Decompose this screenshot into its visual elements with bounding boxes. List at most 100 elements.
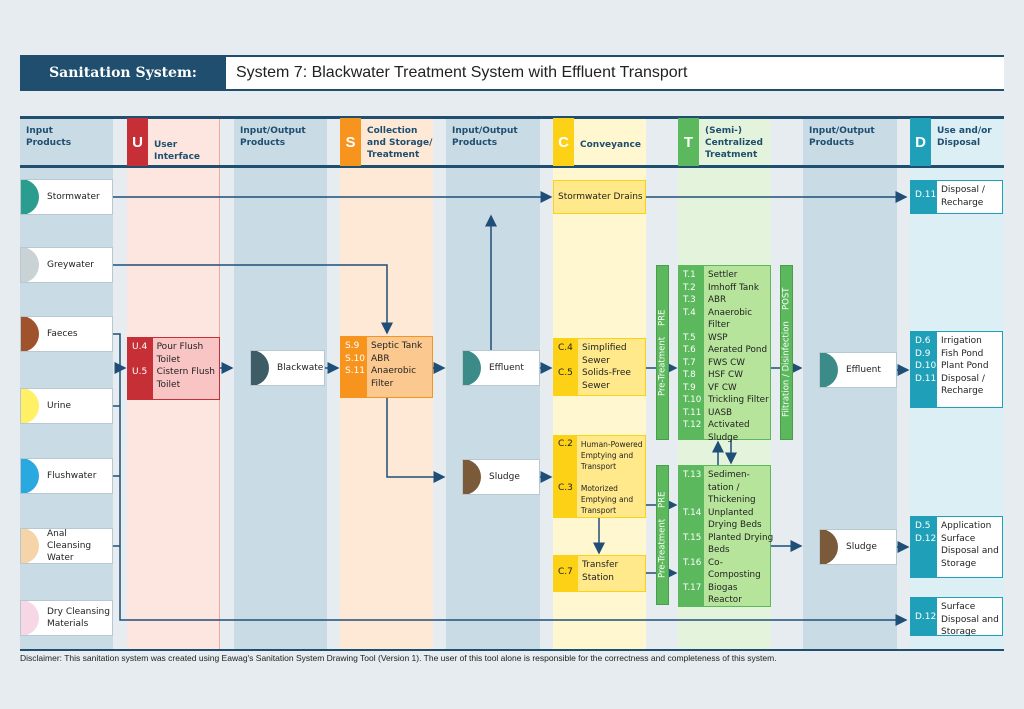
header-collection-storage: Collection and Storage/ Treatment	[367, 126, 433, 160]
product-label: Sludge	[846, 542, 877, 552]
input-label: Dry Cleansing Materials	[47, 607, 110, 629]
tech-codes: S.9 S.10 S.11	[341, 337, 367, 397]
flushwater-icon	[21, 459, 39, 493]
disclaimer: Disclaimer: This sanitation system was c…	[20, 653, 777, 663]
tech-names: Stormwater Drains	[558, 191, 643, 202]
tech-names: Septic Tank ABR Anaerobic Filter	[371, 341, 423, 389]
tech-names: Surface Disposal and Storage	[941, 602, 999, 637]
input-label: Greywater	[47, 260, 94, 270]
product-label: Effluent	[489, 363, 524, 373]
letter-u: U	[127, 118, 148, 166]
tech-codes: D.12	[911, 598, 937, 635]
input-label: Urine	[47, 401, 72, 411]
input-stormwater: Stormwater	[20, 179, 113, 215]
post-short-label: POST	[781, 287, 792, 311]
sewer-box: C.4 C.5 Simplified Sewer Solids-Free Sew…	[553, 338, 646, 396]
header-io-products-2: Input/Output Products	[452, 126, 518, 148]
anal-cleansing-icon	[21, 529, 39, 563]
system-title: System 7: Blackwater Treatment System wi…	[226, 55, 1004, 91]
pre-treatment-label: Pre-Treatment	[657, 336, 668, 396]
pre-treatment-upper: Pre-Treatment PRE	[656, 265, 669, 440]
input-faeces: Faeces	[20, 316, 113, 352]
tech-codes: D.11	[911, 181, 937, 213]
stormwater-drains-box: Stormwater Drains	[553, 180, 646, 214]
header-treatment: (Semi-) Centralized Treatment	[705, 126, 763, 160]
header-bottom-rule	[20, 165, 1004, 168]
input-label: Flushwater	[47, 471, 97, 481]
pre-short-label: PRE	[657, 491, 668, 509]
tech-codes: C.7	[554, 556, 578, 591]
header-top-rule	[20, 116, 1004, 119]
product-label: Blackwater	[277, 363, 325, 373]
input-dry-cleansing: Dry Cleansing Materials	[20, 600, 113, 636]
treatment-lower-box: T.13 T.14 T.15 T.16 T.17 Sedimen- tation…	[678, 465, 773, 607]
tech-codes: D.5 D.12	[911, 517, 937, 577]
tech-names: Pour Flush Toilet Cistern Flush Toilet	[156, 342, 215, 390]
dry-cleansing-icon	[21, 601, 39, 635]
product-label: Effluent	[846, 365, 881, 375]
tech-codes: U.4 U.5	[128, 338, 153, 399]
tech-codes: T.1 T.2 T.3 T.4 T.5 T.6 T.7 T.8 T.9 T.10…	[679, 266, 704, 439]
effluent-icon	[463, 351, 481, 385]
faeces-icon	[21, 317, 39, 351]
tech-codes: C.2 C.3	[554, 436, 577, 517]
pre-treatment-label: Pre-Treatment	[657, 519, 668, 579]
user-interface-box: U.4 U.5 Pour Flush Toilet Cistern Flush …	[127, 337, 220, 400]
letter-s: S	[340, 118, 361, 166]
treatment-upper-box: T.1 T.2 T.3 T.4 T.5 T.6 T.7 T.8 T.9 T.10…	[678, 265, 771, 443]
disposal-effluent-box: D.6 D.9 D.10 D.11 Irrigation Fish Pond P…	[910, 331, 1003, 408]
sludge-icon	[463, 460, 481, 494]
input-label: Stormwater	[47, 192, 100, 202]
header-disposal: Use and/or Disposal	[937, 126, 992, 148]
storage-box: S.9 S.10 S.11 Septic Tank ABR Anaerobic …	[340, 336, 433, 398]
input-label: Anal Cleansing Water	[47, 529, 92, 563]
tech-codes: D.6 D.9 D.10 D.11	[911, 332, 937, 407]
post-treatment-label: Filtration / Disinfection	[781, 321, 792, 418]
header-input-products: Input Products	[26, 126, 72, 148]
tech-names: Irrigation Fish Pond Plant Pond Disposal…	[941, 336, 989, 396]
tech-names: Simplified Sewer Solids-Free Sewer	[582, 343, 631, 391]
header-conveyance: Conveyance	[580, 140, 641, 150]
product-effluent: Effluent	[462, 350, 540, 386]
letter-c: C	[553, 118, 574, 166]
product-effluent-out: Effluent	[819, 352, 897, 388]
sanitation-system-label: Sanitation System:	[20, 55, 226, 91]
stormwater-icon	[21, 180, 39, 214]
tech-names: Application Surface Disposal and Storage	[941, 521, 999, 569]
input-anal-cleansing-water: Anal Cleansing Water	[20, 528, 113, 564]
tech-codes: C.4 C.5	[554, 339, 578, 395]
transfer-station-box: C.7 Transfer Station	[553, 555, 646, 592]
input-flushwater: Flushwater	[20, 458, 113, 494]
effluent-icon	[820, 353, 838, 387]
input-urine: Urine	[20, 388, 113, 424]
input-label: Faeces	[47, 329, 78, 339]
product-sludge-out: Sludge	[819, 529, 897, 565]
greywater-icon	[21, 248, 39, 282]
emptying-box: C.2 C.3 Human-Powered Emptying and Trans…	[553, 435, 646, 518]
tech-names: Sedimen- tation / Thickening Unplanted D…	[708, 470, 774, 605]
pre-short-label: PRE	[657, 309, 668, 326]
tech-codes: T.13 T.14 T.15 T.16 T.17	[679, 466, 704, 606]
header-io-products-1: Input/Output Products	[240, 126, 306, 148]
disposal-sludge-box: D.5 D.12 Application Surface Disposal an…	[910, 516, 1003, 578]
blackwater-icon	[251, 351, 269, 385]
sludge-icon	[820, 530, 838, 564]
post-treatment: Filtration / Disinfection POST	[780, 265, 793, 440]
letter-d: D	[910, 118, 931, 166]
tech-names: Human-Powered Emptying and Transport Mot…	[580, 440, 643, 515]
product-sludge: Sludge	[462, 459, 540, 495]
tech-names: Disposal / Recharge	[941, 185, 985, 208]
tech-names: Settler Imhoff Tank ABR Anaerobic Filter…	[708, 270, 769, 443]
header-user-interface: User Interface	[154, 140, 201, 162]
header-io-products-3: Input/Output Products	[809, 126, 875, 148]
footer-rule	[20, 649, 1004, 651]
disposal-recharge-box: D.11 Disposal / Recharge	[910, 180, 1003, 214]
product-blackwater: Blackwater	[250, 350, 325, 386]
product-label: Sludge	[489, 472, 520, 482]
pre-treatment-lower: Pre-Treatment PRE	[656, 465, 669, 605]
disposal-dry-box: D.12 Surface Disposal and Storage	[910, 597, 1003, 637]
urine-icon	[21, 389, 39, 423]
tech-names: Transfer Station	[582, 560, 619, 583]
letter-t: T	[678, 118, 699, 166]
